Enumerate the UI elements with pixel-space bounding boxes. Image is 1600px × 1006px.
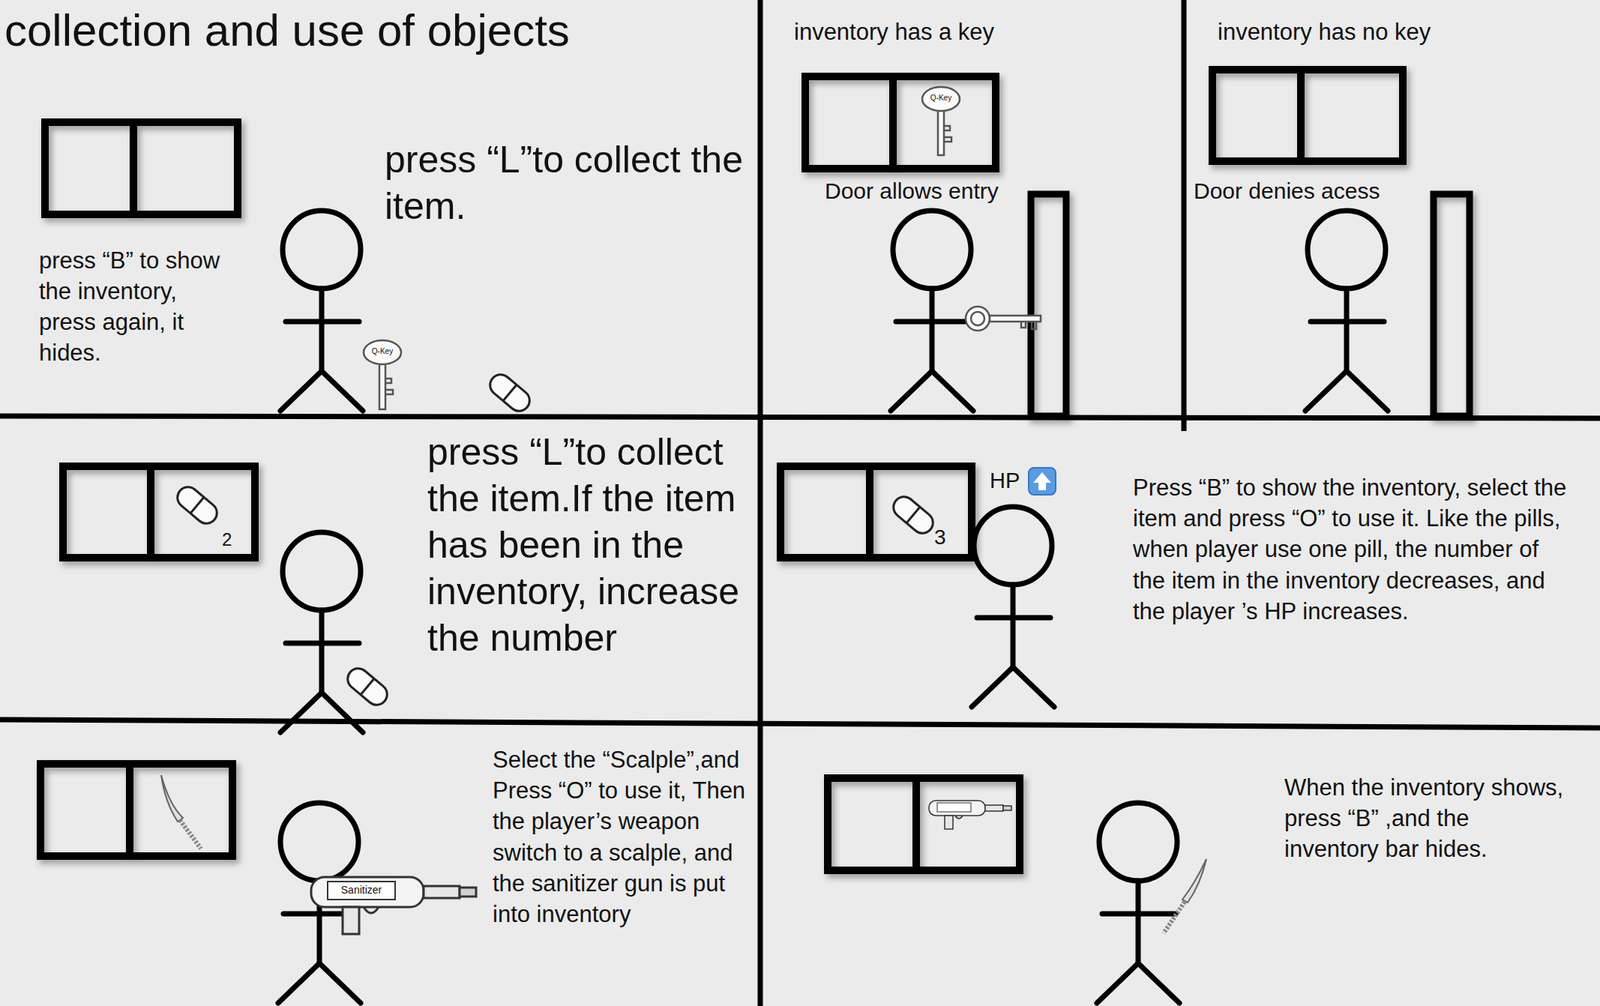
panel-caption: inventory has a key xyxy=(794,17,1169,46)
hp-up-icon xyxy=(1028,467,1056,495)
instruction-note: press “L”to collect the item. xyxy=(384,136,745,230)
item-count: 3 xyxy=(934,524,957,551)
comic-title: collection and use of objects xyxy=(4,4,747,57)
gun-tag: Sanitizer xyxy=(327,883,396,897)
item-count: 2 xyxy=(221,529,245,552)
panel-caption: inventory has no key xyxy=(1217,17,1578,46)
instruction-note: press “L”to collect the item.If the item… xyxy=(427,428,750,662)
key-tag: Q-Key xyxy=(363,347,402,357)
instruction-note: Select the “Scalple”,and Press “O” to us… xyxy=(492,744,752,930)
key-tag: Q-Key xyxy=(922,93,960,103)
instruction-note: When the inventory shows, press “B” ,and… xyxy=(1284,772,1570,866)
pill-icons xyxy=(173,370,938,710)
door-status: Door allows entry xyxy=(824,178,1029,204)
hp-label: HP xyxy=(989,467,1028,495)
instruction-note: Press “B” to show the inventory, select … xyxy=(1132,472,1572,627)
door-status: Door denies acess xyxy=(1193,178,1419,204)
key-icons xyxy=(363,86,1041,410)
doors xyxy=(1030,194,1470,417)
instruction-note: press “B” to show the inventory, press a… xyxy=(38,245,238,369)
